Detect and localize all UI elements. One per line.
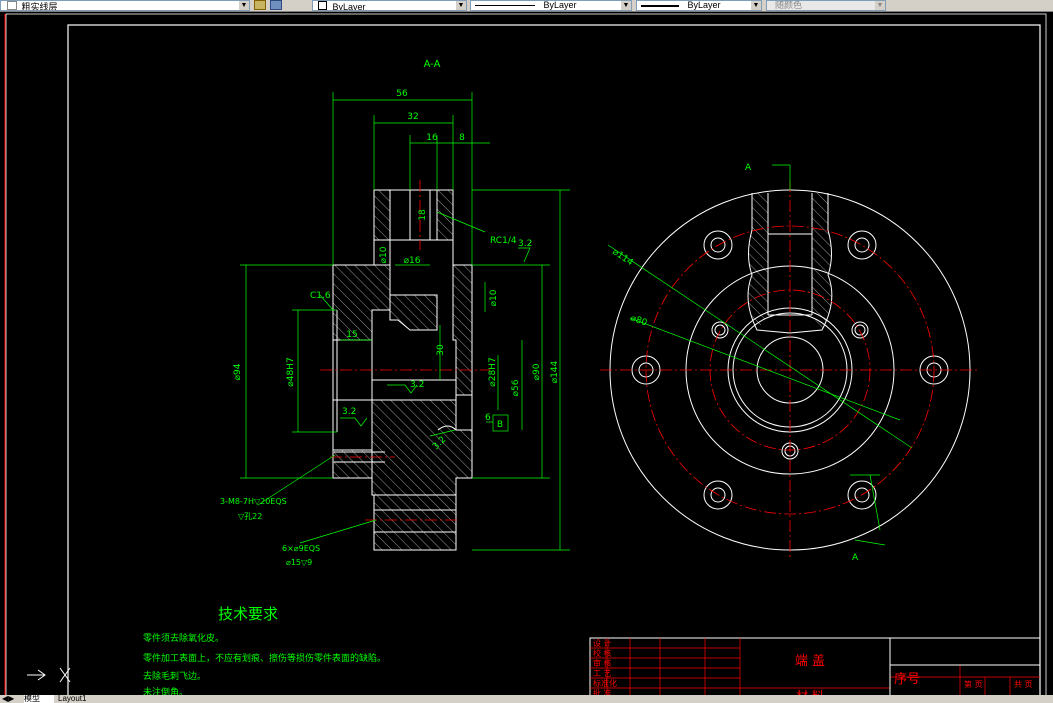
color-dropdown-value: ByLayer [332, 2, 366, 11]
properties-toolbar: 粗实线层 ▼ ByLayer ▼ ByLayer ▼ ByLayer ▼ 随颜色… [0, 0, 1053, 12]
dim-phi10: ⌀10 [489, 289, 499, 306]
section-view-a-a: A-A [220, 59, 570, 567]
dim-phi28h7: ⌀28H7 [488, 357, 498, 386]
section-dimensions [240, 92, 570, 551]
dim-phi48h7: ⌀48H7 [286, 357, 296, 386]
linetype-dropdown[interactable]: ByLayer ▼ [470, 0, 632, 11]
view-label-a-bottom: A [852, 553, 859, 563]
chevron-down-icon: ▼ [875, 1, 885, 10]
drawing-frame [67, 24, 1041, 695]
dim-phi94: ⌀94 [233, 363, 243, 380]
note-line-2: 零件加工表面上，不应有划痕、擦伤等损伤零件表面的缺陷。 [143, 652, 386, 664]
note-line-3: 去除毛刺飞边。 [143, 670, 206, 682]
front-view-hatch [748, 193, 832, 330]
dim-phi144: ⌀144 [550, 360, 560, 383]
section-dimension-texts: 56 32 16 8 18 ⌀10 ⌀16 RC1/4 3.2 C1.6 ⌀10… [220, 89, 560, 567]
layer-icon [7, 1, 17, 10]
color-swatch [318, 1, 327, 10]
lineweight-sample [641, 4, 679, 7]
plotstyle-dropdown-value: 随颜色 [775, 0, 803, 10]
notes-title: 技术要求 [218, 605, 278, 623]
callout-holes-line2: ⌀15▽9 [286, 558, 312, 567]
chevron-down-icon[interactable]: ▼ [751, 1, 761, 10]
pcd-outer [645, 225, 935, 515]
dim-c1-6: C1.6 [310, 291, 331, 301]
tb-part-name: 端 盖 [795, 654, 825, 669]
drawing-canvas[interactable]: A-A [0, 12, 1053, 695]
chevron-down-icon[interactable]: ▼ [239, 1, 249, 10]
layout-tab-bar: ◀▶ 模型 Layout1 [0, 695, 1053, 703]
section-centerlines [320, 180, 490, 521]
dim-16: 16 [426, 133, 438, 143]
layer-dropdown-value: 粗实线层 [21, 2, 58, 11]
tb-row-5: 标准化 [593, 678, 617, 688]
tb-row-3: 审 核 [593, 658, 612, 668]
linetype-sample [475, 5, 535, 7]
dim-3-2-top: 3.2 [518, 239, 532, 249]
note-line-1: 零件须去除氧化皮。 [143, 632, 224, 644]
tb-sheet: 第 页 [964, 679, 983, 689]
dim-phi16: ⌀16 [404, 256, 421, 266]
front-view: A A ⌀114 ⌀80 [600, 163, 980, 563]
dim-phi56: ⌀56 [511, 379, 521, 396]
lineweight-dropdown-value: ByLayer [687, 0, 721, 10]
tab-nav-arrows[interactable]: ◀▶ [2, 695, 15, 703]
ucs-icon [27, 667, 71, 683]
technical-requirements: 技术要求 零件须去除氧化皮。 零件加工表面上，不应有划痕、擦伤等损伤零件表面的缺… [143, 605, 386, 695]
view-label-a-top: A [745, 163, 752, 173]
dim-phi80: ⌀80 [629, 313, 649, 328]
note-line-4: 未注倒角。 [143, 686, 188, 695]
layer-dropdown[interactable]: 粗实线层 ▼ [0, 0, 250, 11]
section-hatch [332, 189, 473, 551]
sheet-outer-border [5, 13, 1047, 695]
dim-phi114: ⌀114 [610, 247, 635, 268]
callout-thread-line1: 3-M8-7H▽20EQS [220, 497, 287, 506]
dim-56: 56 [396, 89, 408, 99]
dim-6: 6 [485, 413, 491, 423]
section-label: A-A [424, 59, 441, 70]
color-dropdown[interactable]: ByLayer ▼ [312, 0, 467, 11]
tab-layout1[interactable]: Layout1 [58, 695, 87, 703]
lineweight-dropdown[interactable]: ByLayer ▼ [636, 0, 762, 11]
callout-holes-line1: 6×⌀9EQS [282, 544, 320, 553]
tb-material: 材 料 [796, 689, 824, 695]
title-block: 设 计 校 核 审 核 工 艺 标准化 批 准 第 页 共 页 端 盖 材 料 … [589, 637, 1041, 695]
datum-b: B [497, 420, 503, 430]
chevron-down-icon[interactable]: ▼ [621, 1, 631, 10]
dim-phi90: ⌀90 [532, 363, 542, 380]
tb-row-4: 工 艺 [593, 669, 612, 678]
tb-row-1: 设 计 [593, 638, 612, 648]
callout-thread-line2: ▽孔22 [238, 512, 262, 521]
tb-row-2: 校 核 [593, 648, 612, 658]
dim-phi10-small: ⌀10 [379, 246, 389, 263]
dim-3-2-left: 3.2 [342, 407, 356, 417]
dim-3-2-mid: 3.2 [410, 380, 424, 390]
layer-previous-icon[interactable] [270, 0, 282, 10]
dim-30: 30 [436, 344, 446, 356]
dim-rc14: RC1/4 [490, 236, 517, 246]
dim-18: 18 [418, 209, 428, 221]
make-current-layer-icon[interactable] [254, 0, 266, 10]
tb-seq: 序号 [894, 672, 920, 687]
tb-total: 共 页 [1014, 680, 1033, 689]
plotstyle-dropdown: 随颜色 ▼ [766, 0, 886, 11]
chevron-down-icon[interactable]: ▼ [456, 1, 466, 10]
dim-8: 8 [459, 133, 465, 143]
tb-row-6: 批 准 [593, 688, 612, 695]
dim-15: 15 [346, 330, 357, 340]
linetype-dropdown-value: ByLayer [543, 0, 577, 10]
tab-model[interactable]: 模型 [24, 695, 54, 703]
dim-32: 32 [407, 112, 418, 122]
